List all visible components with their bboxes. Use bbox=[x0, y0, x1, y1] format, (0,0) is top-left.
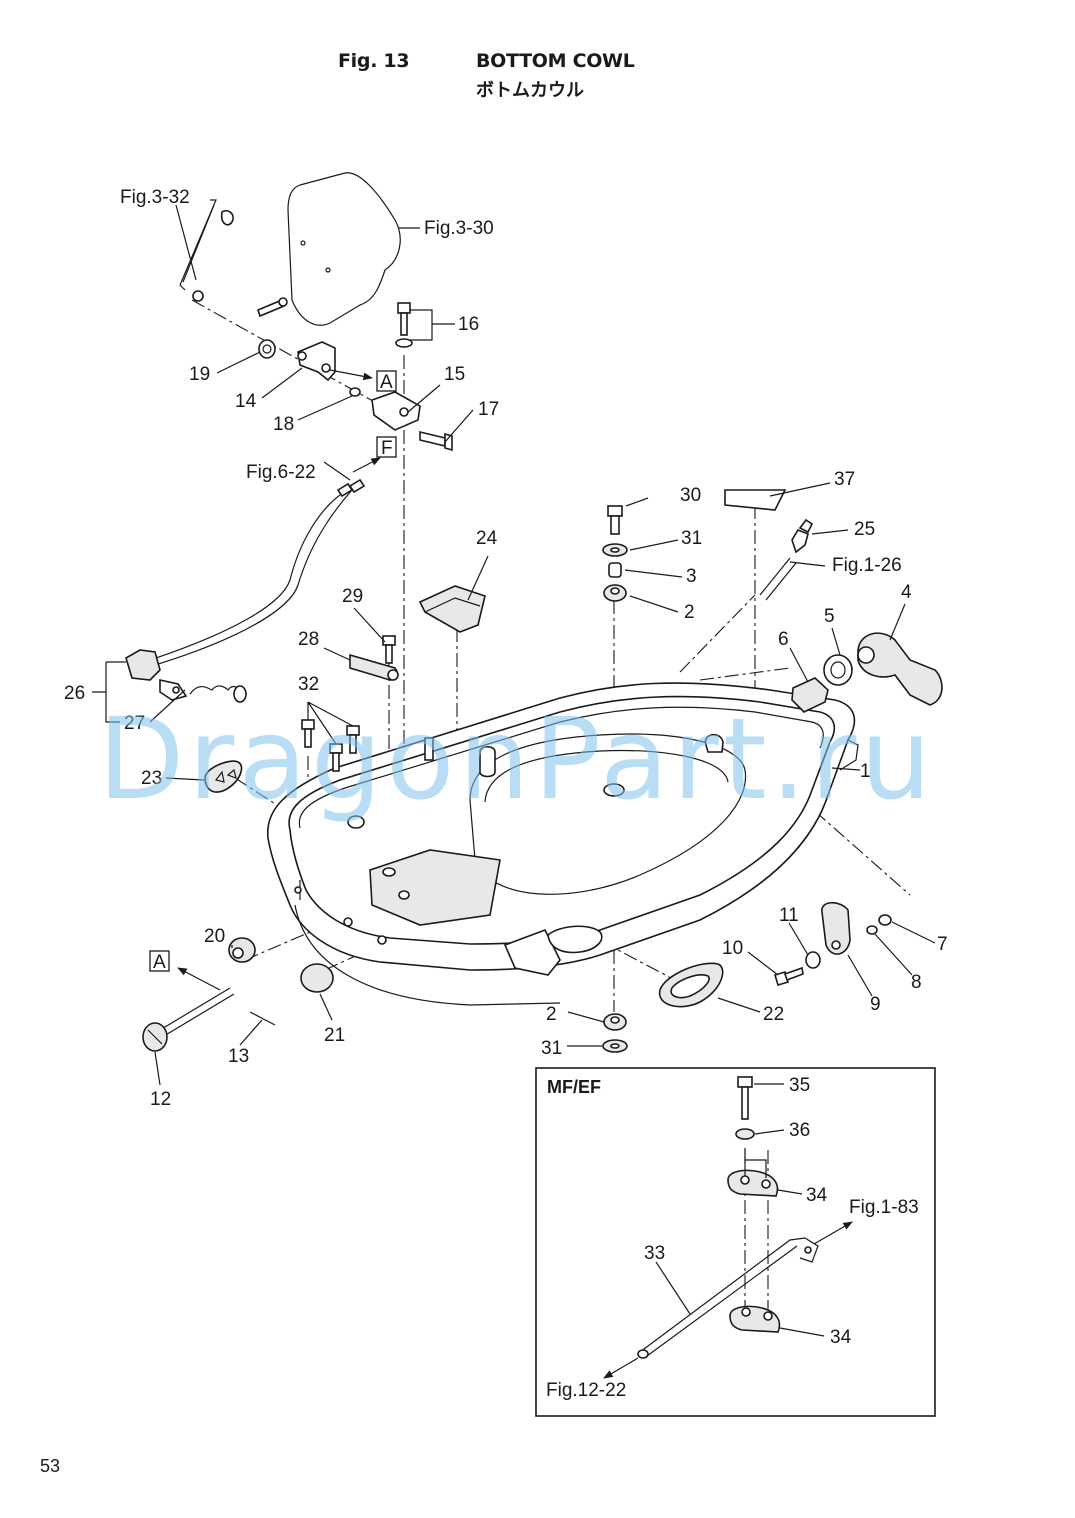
inset-bolt-part-35 bbox=[735, 1076, 755, 1140]
callout-34: 34 bbox=[830, 1327, 852, 1348]
fig-3-32-link-rod bbox=[179, 199, 234, 302]
mount-stack-bottom bbox=[602, 1013, 628, 1053]
leader-lines bbox=[92, 204, 936, 1337]
callout-32: 32 bbox=[298, 674, 319, 695]
callout-3: 3 bbox=[686, 566, 697, 587]
callout-13: 13 bbox=[228, 1046, 249, 1067]
callout-30: 30 bbox=[680, 485, 701, 506]
callout-26: 26 bbox=[64, 683, 85, 704]
callout-1: 1 bbox=[860, 761, 871, 782]
figure-title-japanese: ボトムカウル bbox=[476, 80, 584, 101]
callout-24: 24 bbox=[476, 528, 498, 549]
grommet-part-6 bbox=[791, 677, 829, 713]
bottom-cowl-part-1 bbox=[266, 682, 859, 1006]
mark-box-a-bottom: A bbox=[149, 950, 170, 973]
bolt-part-29 bbox=[382, 635, 396, 664]
callout-20: 20 bbox=[204, 926, 225, 947]
callout-2: 2 bbox=[684, 602, 695, 623]
callout-22: 22 bbox=[763, 1004, 784, 1025]
washer-part-8 bbox=[866, 925, 878, 935]
mark-box-a-top: A bbox=[376, 370, 397, 393]
callout-19: 19 bbox=[189, 364, 210, 385]
callout-11: 11 bbox=[779, 905, 799, 926]
inset-clamp-part-34-bottom bbox=[729, 1305, 781, 1333]
callout-numbers: 1 2 2 3 4 5 6 7 8 9 10 11 12 13 14 15 16… bbox=[64, 314, 948, 1348]
plug-part-21 bbox=[300, 963, 334, 993]
inset-mf-ef-frame bbox=[535, 1067, 936, 1417]
callout-36: 36 bbox=[789, 1120, 810, 1141]
callout-5: 5 bbox=[824, 606, 835, 627]
bolt-part-16 bbox=[395, 302, 413, 348]
throttle-bracket-part-14 bbox=[258, 339, 453, 452]
fitting-part-25 bbox=[759, 518, 814, 601]
clip-part-7 bbox=[878, 914, 892, 926]
stop-switch-cable bbox=[149, 478, 366, 666]
figure-number: Fig. 13 bbox=[338, 50, 410, 72]
callout-15: 15 bbox=[444, 364, 465, 385]
callout-33: 33 bbox=[644, 1243, 665, 1264]
callout-17: 17 bbox=[478, 399, 499, 420]
direction-arrows bbox=[177, 369, 853, 1379]
inset-rod-part-33 bbox=[637, 1237, 819, 1359]
svg-text:F: F bbox=[381, 438, 393, 459]
callout-8: 8 bbox=[911, 972, 922, 993]
callout-23: 23 bbox=[141, 768, 162, 789]
washer-part-11 bbox=[805, 951, 821, 969]
callout-7: 7 bbox=[937, 934, 948, 955]
mark-box-f: F bbox=[376, 436, 397, 459]
callout-28: 28 bbox=[298, 629, 319, 650]
watermark: DragonPart.ru bbox=[98, 695, 935, 825]
callout-25: 25 bbox=[854, 519, 875, 540]
callout-27: 27 bbox=[124, 713, 145, 734]
lever-part-9 bbox=[821, 901, 851, 955]
page-number: 53 bbox=[40, 1456, 61, 1476]
plate-part-28 bbox=[349, 653, 399, 681]
bushing-part-5 bbox=[823, 654, 853, 686]
label-part-37 bbox=[724, 489, 787, 511]
grommet-part-20 bbox=[228, 937, 256, 963]
ref-fig-12-22: Fig.12-22 bbox=[546, 1380, 626, 1401]
grommet-part-22 bbox=[658, 962, 724, 1008]
bolt-part-10 bbox=[774, 966, 804, 986]
ref-fig-6-22: Fig.6-22 bbox=[246, 462, 316, 483]
callout-6: 6 bbox=[778, 629, 789, 650]
ref-fig-1-83: Fig.1-83 bbox=[849, 1197, 919, 1218]
callout-4: 4 bbox=[901, 582, 912, 603]
handle-part-4 bbox=[857, 632, 943, 706]
svg-text:A: A bbox=[153, 952, 166, 973]
callout-2: 2 bbox=[546, 1004, 557, 1025]
callout-31: 31 bbox=[681, 528, 702, 549]
inset-clamp-part-34-top bbox=[727, 1169, 779, 1197]
callout-31: 31 bbox=[541, 1038, 562, 1059]
grommet-part-23 bbox=[204, 760, 243, 793]
inset-label: MF/EF bbox=[547, 1077, 601, 1097]
callout-29: 29 bbox=[342, 586, 363, 607]
fig-3-30-panel bbox=[257, 172, 401, 326]
callout-10: 10 bbox=[722, 938, 743, 959]
callout-34: 34 bbox=[806, 1185, 828, 1206]
callout-16: 16 bbox=[458, 314, 479, 335]
pin-part-13 bbox=[249, 1011, 276, 1026]
ref-fig-3-32: Fig.3-32 bbox=[120, 187, 190, 208]
callout-18: 18 bbox=[273, 414, 294, 435]
ref-fig-1-26: Fig.1-26 bbox=[832, 555, 902, 576]
figure-title: BOTTOM COWL bbox=[476, 50, 635, 72]
svg-text:A: A bbox=[380, 372, 393, 393]
cover-part-24 bbox=[418, 585, 486, 633]
callout-14: 14 bbox=[235, 391, 257, 412]
callout-21: 21 bbox=[324, 1025, 345, 1046]
choke-knob-part-12 bbox=[142, 987, 235, 1052]
ref-fig-3-30: Fig.3-30 bbox=[424, 218, 494, 239]
callout-37: 37 bbox=[834, 469, 855, 490]
mount-stack-parts-30-31-3-2 bbox=[602, 505, 628, 602]
callout-9: 9 bbox=[870, 994, 881, 1015]
callout-35: 35 bbox=[789, 1075, 810, 1096]
callout-12: 12 bbox=[150, 1089, 171, 1110]
bolts-part-32 bbox=[301, 719, 360, 772]
